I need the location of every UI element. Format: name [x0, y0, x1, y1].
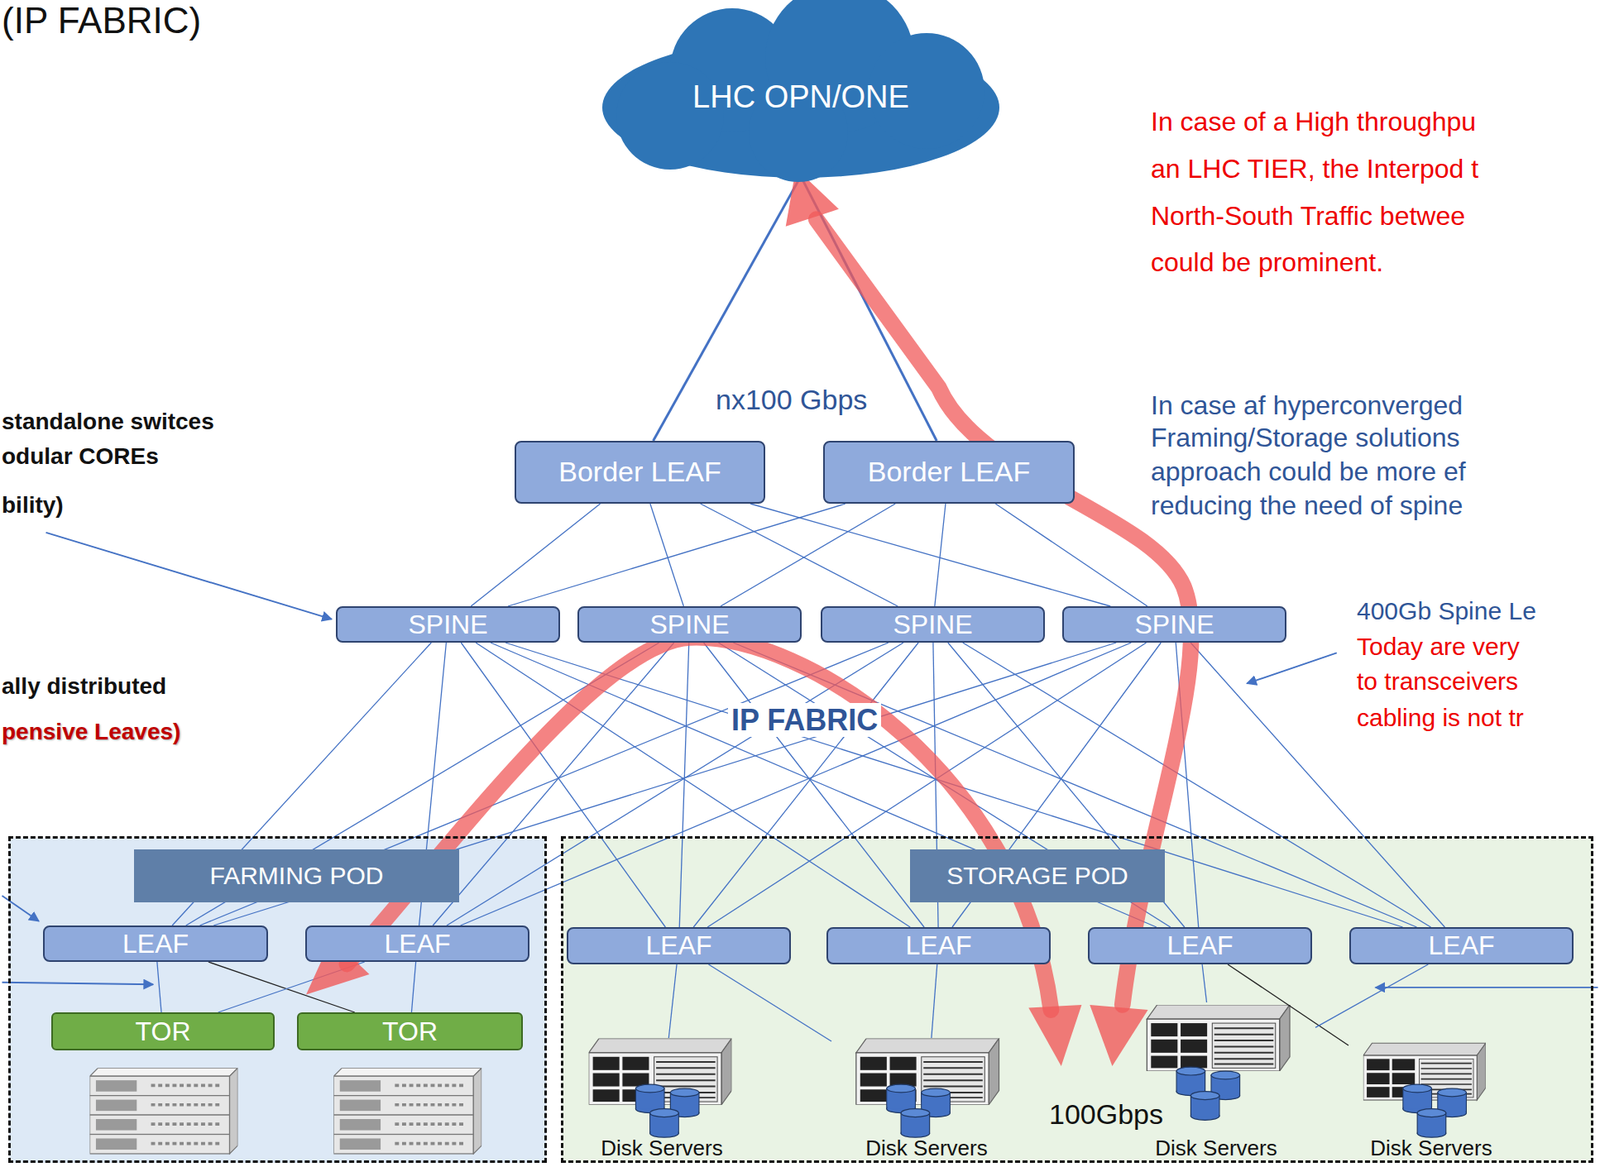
annotation-text: Today are very: [1356, 632, 1520, 662]
node-label: Disk Servers: [1154, 1136, 1277, 1162]
node-label: Disk Servers: [865, 1136, 987, 1162]
annotation-text: reducing the need of spine: [1150, 490, 1463, 522]
node-label: LEAF: [383, 929, 451, 960]
node-label: LEAF: [122, 929, 189, 960]
tor-box: TOR: [297, 1012, 523, 1051]
fabric-link: [650, 503, 684, 607]
pod-region: FARMING POD LEAF LEAF TOR TOR: [8, 836, 547, 1164]
annotation-text: 100Gbps: [1049, 1098, 1164, 1131]
annotation-text: Framing/Storage solutions: [1150, 422, 1461, 454]
annotation-text: to transceivers: [1356, 667, 1519, 697]
annotation-text: approach could be more ef: [1150, 456, 1466, 488]
disk-server-group: Disk Servers: [1348, 1038, 1514, 1165]
annotation-text: IP FABRIC: [728, 703, 882, 738]
annotation-text: an LHC TIER, the Interpod t: [1150, 153, 1479, 185]
node-label: SPINE: [407, 609, 488, 641]
border-leaf-box: Border LEAF: [514, 440, 766, 504]
node-label: SPINE: [649, 609, 729, 641]
fabric-link: [750, 503, 1111, 607]
node-label: LEAF: [905, 930, 972, 962]
cloud-node: LHC OPN/ONE: [591, 0, 1011, 184]
node-label: LEAF: [1427, 930, 1495, 962]
node-label: SPINE: [892, 609, 973, 641]
disk-server-group: Disk Servers: [831, 1038, 1022, 1165]
fabric-link: [995, 503, 1148, 607]
node-label: LEAF: [645, 930, 712, 962]
node-label: Disk Servers: [600, 1136, 723, 1162]
border-leaf-box: Border LEAF: [823, 440, 1075, 504]
pod-heading: STORAGE POD: [910, 849, 1165, 903]
annotation-text: could be prominent.: [1150, 247, 1384, 278]
node-label: Disk Servers: [1370, 1136, 1492, 1162]
annotation-text: odular COREs: [1, 443, 159, 470]
annotation-text: cabling is not tr: [1356, 704, 1524, 733]
fabric-link: [700, 503, 899, 607]
annotation-text: pensive Leaves): [1, 718, 181, 746]
annotation-text: North-South Traffic betwee: [1150, 201, 1466, 232]
leaf-box: LEAF: [43, 925, 269, 963]
spine-box: SPINE: [1062, 606, 1287, 643]
tor-box: TOR: [51, 1012, 275, 1051]
node-label: SPINE: [1134, 609, 1214, 641]
disk-server-group: Disk Servers: [583, 1038, 741, 1165]
spine-box: SPINE: [820, 606, 1045, 643]
annotation-text: In case af hyperconverged: [1150, 390, 1463, 422]
node-label: TOR: [135, 1016, 192, 1048]
node-label: Border LEAF: [867, 455, 1031, 489]
leaf-box: LEAF: [1349, 927, 1574, 965]
spine-box: SPINE: [335, 606, 561, 643]
annotation-text: (IP FABRIC): [1, 0, 202, 43]
fabric-link: [720, 503, 896, 607]
annotation-text: In case of a High throughpu: [1150, 106, 1476, 138]
fabric-link: [934, 503, 946, 607]
annotation-text: nx100 Gbps: [712, 383, 871, 417]
annotation-text: standalone switces: [1, 408, 215, 436]
leaf-box: LEAF: [1087, 927, 1313, 965]
pod-heading: FARMING POD: [134, 849, 460, 903]
annotation-text: ally distributed: [1, 673, 167, 700]
disk-server-group: Disk Servers: [1116, 1002, 1316, 1165]
leaf-box: LEAF: [566, 927, 791, 965]
annotation-text: 400Gb Spine Le: [1356, 597, 1537, 627]
annotation-text: bility): [1, 492, 64, 519]
node-label: Border LEAF: [558, 455, 722, 489]
spine-box: SPINE: [577, 606, 802, 643]
fabric-link: [507, 503, 846, 607]
node-label: TOR: [382, 1016, 438, 1048]
leaf-box: LEAF: [826, 927, 1051, 965]
leaf-box: LEAF: [305, 925, 530, 963]
node-label: LHC OPN/ONE: [692, 79, 910, 116]
node-label: LEAF: [1166, 930, 1233, 962]
fabric-link: [470, 503, 600, 607]
